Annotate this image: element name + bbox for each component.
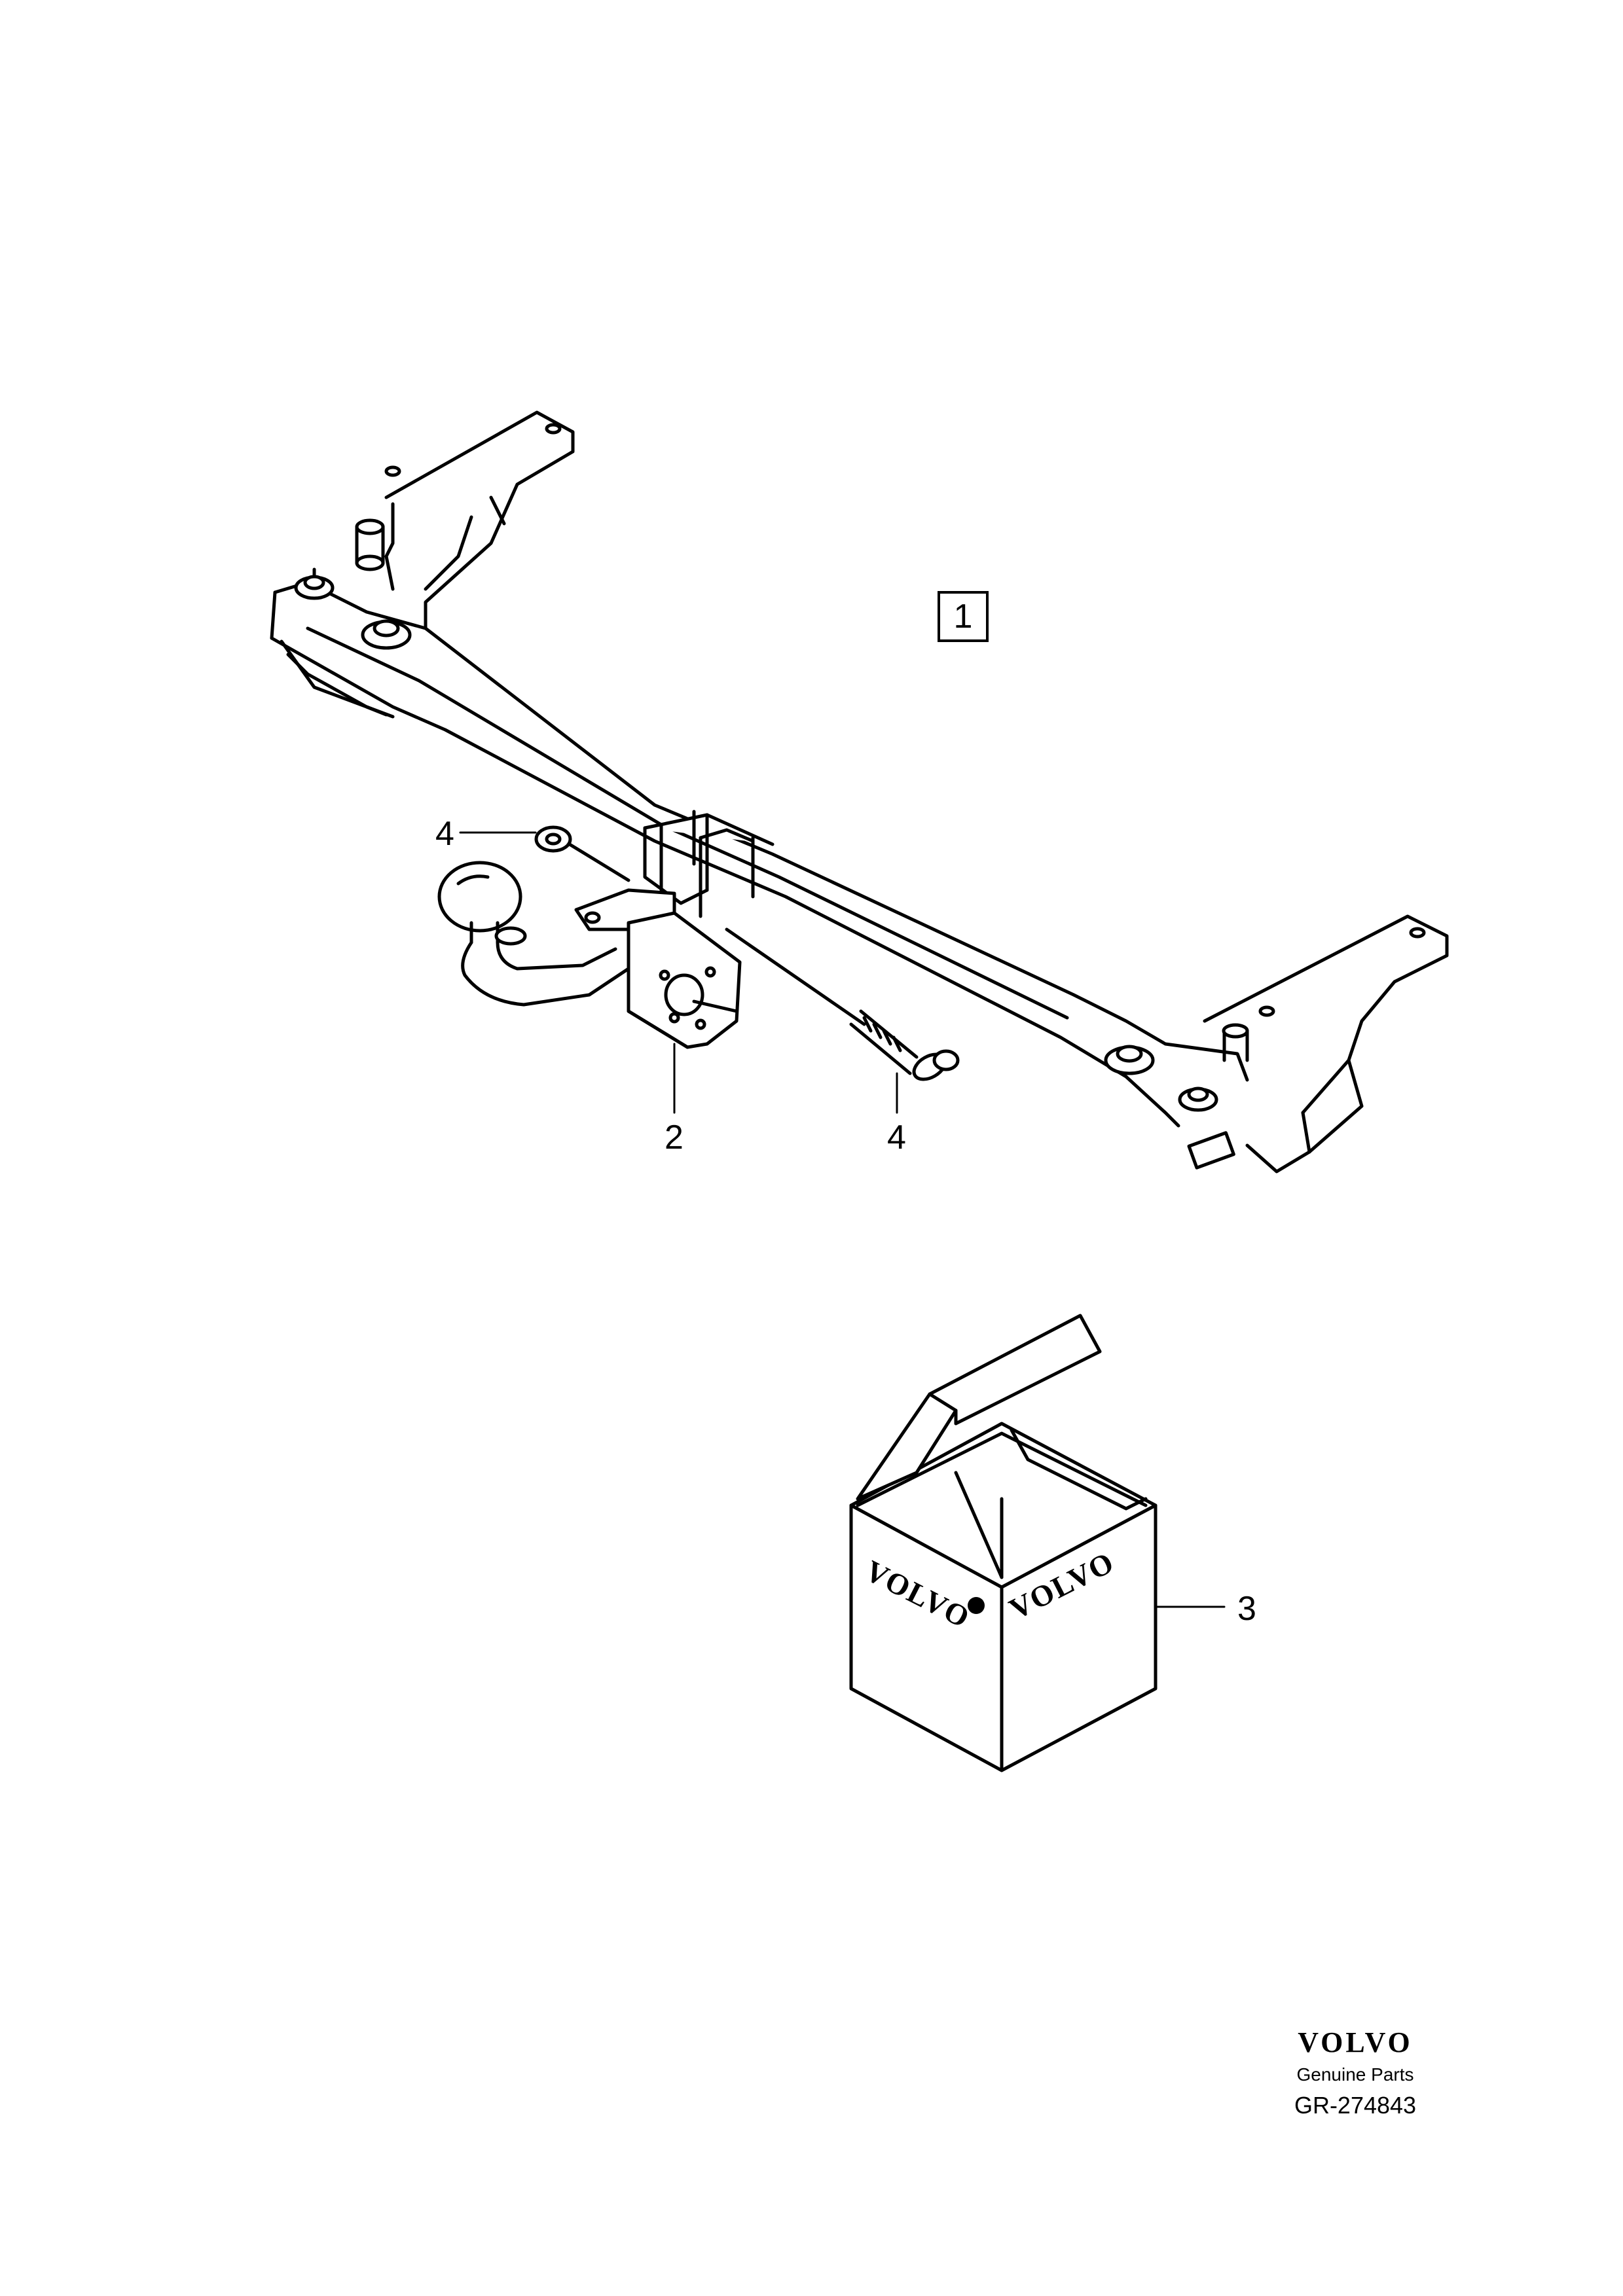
crossmember — [270, 410, 1449, 1174]
box-logo-dot — [968, 1597, 985, 1614]
brand-logo: VOLVO — [1298, 2026, 1413, 2058]
assembly-number: 1 — [938, 591, 989, 642]
callout-leaders — [459, 831, 1226, 1608]
kit-box — [849, 1314, 1158, 1772]
callout-bolt: 4 — [887, 1119, 906, 1157]
socket-bracket — [627, 911, 742, 1049]
brand-subtitle: Genuine Parts — [1296, 2064, 1414, 2085]
brand-block: VOLVO Genuine Parts GR-274843 — [1244, 2026, 1467, 2119]
nut — [534, 825, 630, 882]
right-outer-nut — [1178, 1086, 1218, 1112]
callout-bracket: 2 — [665, 1119, 684, 1157]
callout-nut: 4 — [435, 815, 454, 853]
callout-kit-box: 3 — [1237, 1590, 1256, 1628]
right-inner-nut — [1104, 1045, 1155, 1075]
left-inner-nut — [361, 619, 412, 650]
reference-code: GR-274843 — [1294, 2092, 1417, 2119]
bolt — [725, 927, 960, 1081]
left-outer-nut — [294, 567, 335, 600]
